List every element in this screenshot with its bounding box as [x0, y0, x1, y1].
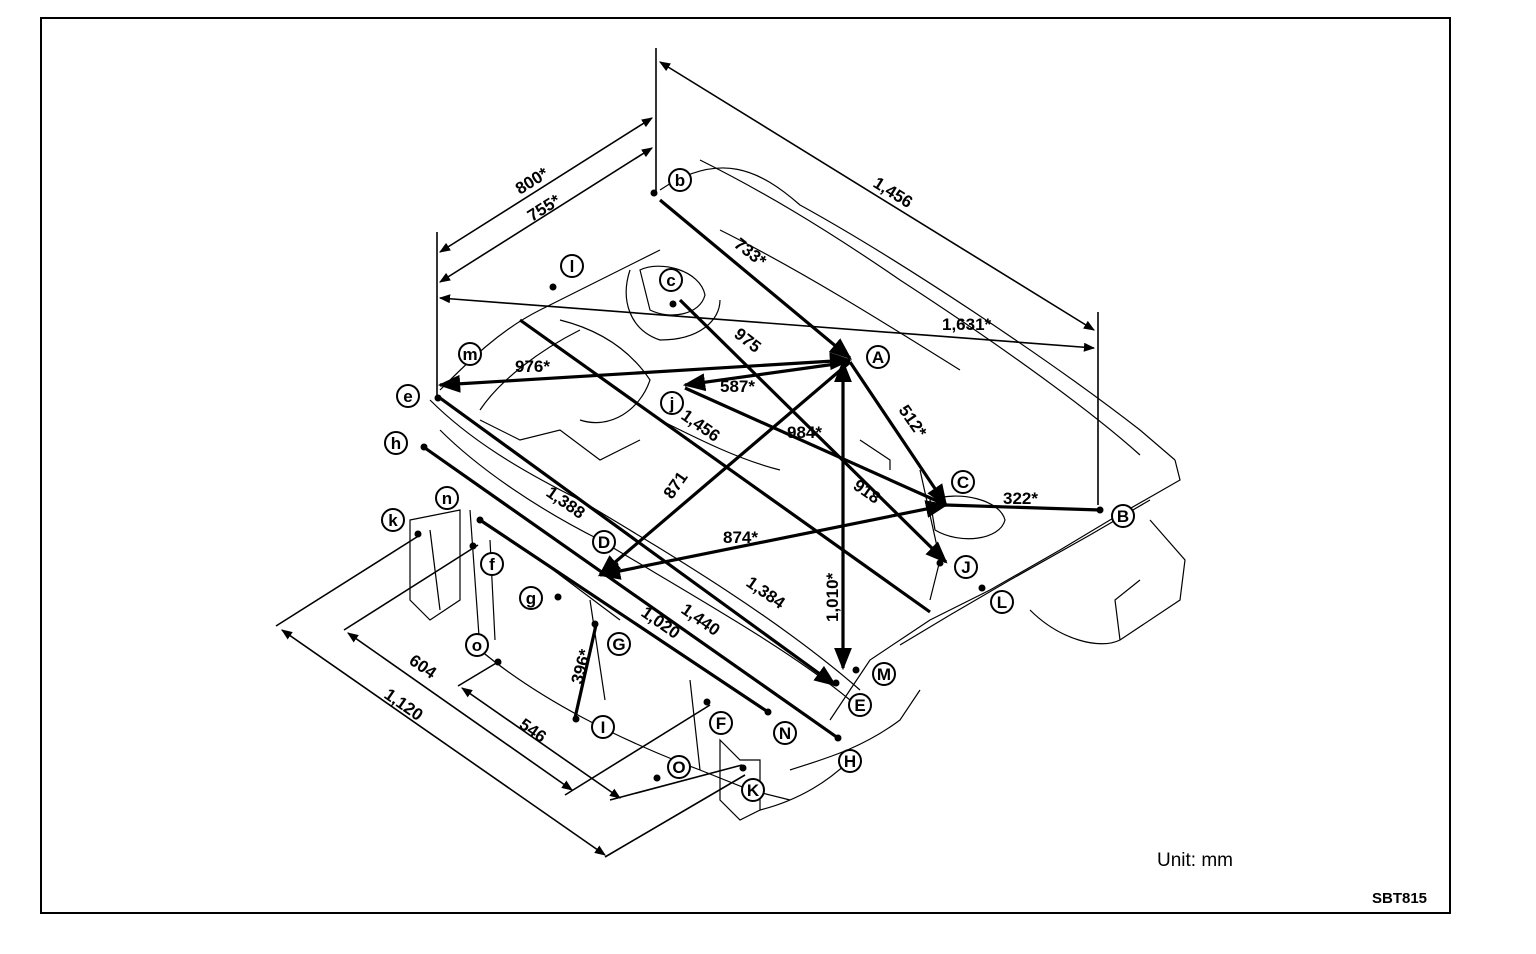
- svg-text:L: L: [997, 593, 1007, 612]
- svg-text:n: n: [442, 489, 452, 508]
- svg-text:l: l: [570, 257, 575, 276]
- dim-871: 871: [660, 468, 692, 502]
- svg-text:o: o: [472, 636, 482, 655]
- point-B: B: [1111, 504, 1135, 528]
- dim-975: 975: [731, 324, 765, 356]
- point-f: f: [480, 552, 504, 576]
- svg-text:e: e: [403, 387, 412, 406]
- dim-1440: 1,440: [678, 600, 724, 640]
- point-b: b: [668, 168, 692, 192]
- dim-874: 874*: [723, 528, 758, 547]
- point-k: k: [381, 508, 405, 532]
- reference-point-markers: b l c A m e j h C B n D k f J g G L o M …: [381, 168, 1135, 802]
- figure-code: SBT815: [1372, 890, 1428, 907]
- point-O: O: [667, 755, 691, 779]
- dim-587: 587*: [720, 377, 755, 396]
- point-I: I: [591, 715, 615, 739]
- point-H: H: [838, 749, 862, 773]
- svg-text:b: b: [675, 171, 685, 190]
- svg-text:J: J: [961, 558, 970, 577]
- point-C: C: [951, 470, 975, 494]
- svg-text:h: h: [391, 434, 401, 453]
- point-l: l: [560, 254, 584, 278]
- point-g: g: [519, 586, 543, 610]
- svg-text:j: j: [669, 394, 675, 413]
- svg-text:f: f: [489, 555, 495, 574]
- dim-1120: 1,120: [381, 685, 427, 725]
- svg-text:A: A: [872, 348, 884, 367]
- svg-text:O: O: [672, 758, 685, 777]
- point-F: F: [709, 711, 733, 735]
- point-A: A: [866, 345, 890, 369]
- point-e: e: [396, 384, 420, 408]
- svg-text:H: H: [844, 752, 856, 771]
- point-M: M: [872, 662, 896, 686]
- svg-text:G: G: [612, 635, 625, 654]
- svg-text:I: I: [601, 718, 606, 737]
- svg-text:D: D: [598, 533, 610, 552]
- dim-1010: 1,010*: [823, 572, 842, 622]
- point-N: N: [773, 721, 797, 745]
- point-K: K: [741, 778, 765, 802]
- point-c: c: [659, 268, 683, 292]
- point-D: D: [592, 530, 616, 554]
- svg-text:M: M: [877, 665, 891, 684]
- svg-text:K: K: [747, 781, 760, 800]
- svg-text:N: N: [779, 724, 791, 743]
- dim-396: 396*: [568, 647, 596, 686]
- svg-text:E: E: [854, 696, 865, 715]
- svg-text:C: C: [957, 473, 969, 492]
- point-h: h: [384, 431, 408, 455]
- svg-text:k: k: [388, 511, 398, 530]
- point-J: J: [954, 555, 978, 579]
- svg-text:c: c: [666, 271, 675, 290]
- svg-text:g: g: [526, 589, 536, 608]
- reference-point-dots: [414, 189, 1104, 782]
- point-E: E: [848, 693, 872, 717]
- dim-1631: 1,631*: [942, 315, 992, 334]
- point-G: G: [607, 632, 631, 656]
- dim-976: 976*: [515, 357, 550, 376]
- svg-text:B: B: [1117, 507, 1129, 526]
- dimension-lines: [275, 48, 1099, 858]
- dim-984: 984*: [787, 423, 822, 442]
- point-m: m: [458, 342, 482, 366]
- dim-1020: 1,020: [638, 603, 684, 643]
- point-L: L: [990, 590, 1014, 614]
- point-j: j: [660, 391, 684, 415]
- dim-918: 918: [850, 476, 884, 508]
- point-n: n: [435, 486, 459, 510]
- dim-1384: 1,384: [743, 573, 789, 613]
- point-o: o: [465, 633, 489, 657]
- measurement-lines: [424, 198, 1101, 740]
- dim-546: 546: [516, 715, 550, 747]
- svg-text:F: F: [716, 714, 726, 733]
- dim-322: 322*: [1003, 489, 1038, 508]
- svg-text:m: m: [462, 345, 477, 364]
- unit-label: Unit: mm: [1157, 850, 1233, 871]
